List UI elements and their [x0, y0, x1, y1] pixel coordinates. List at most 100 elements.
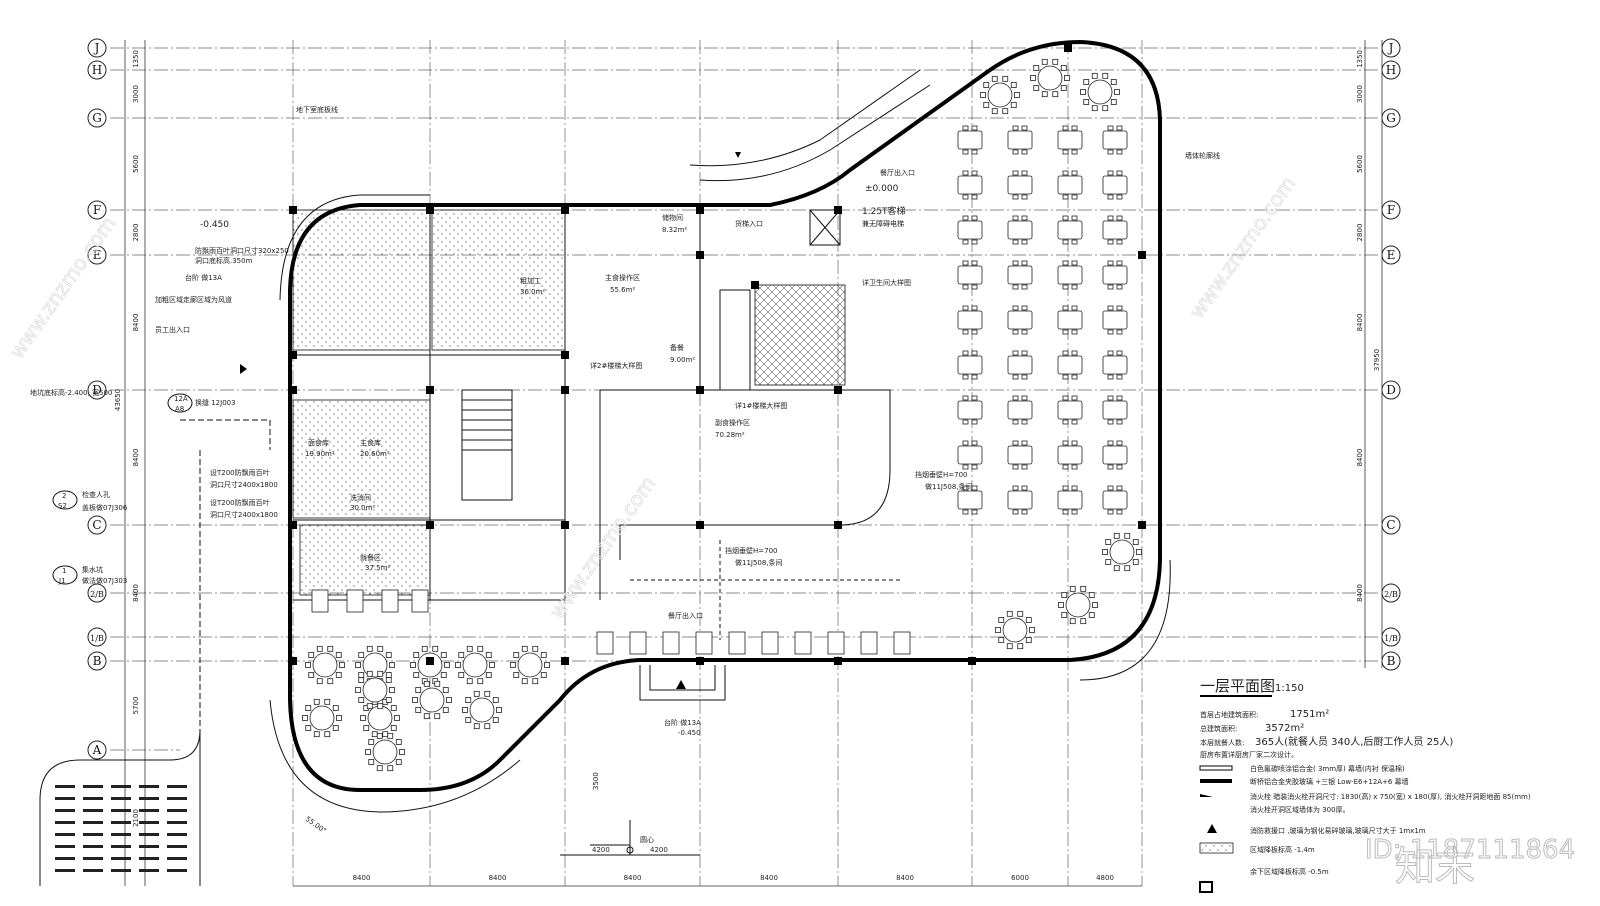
svg-text:详卫生间大样图: 详卫生间大样图 [862, 278, 911, 287]
structural-column [696, 251, 704, 259]
svg-text:盖板做07J306: 盖板做07J306 [82, 503, 128, 512]
round-table [1065, 592, 1091, 618]
dimension-label: 4800 [1096, 874, 1114, 882]
axis-bubble [87, 245, 107, 265]
dimension-label: 8400 [132, 314, 140, 332]
structural-column [289, 386, 297, 394]
left-annotations: 防飘雨百叶洞口尺寸320x250 洞口底标高.350m 台阶 做13A 加粗区域… [30, 105, 1220, 585]
svg-text:详2#楼梯大样图: 详2#楼梯大样图 [590, 361, 642, 370]
parking-stall-mark [83, 857, 103, 860]
dining-table-rect [957, 445, 983, 465]
structural-column [1064, 44, 1072, 52]
round-table [1087, 79, 1113, 105]
parking-stall-mark [139, 869, 159, 872]
svg-text:余下区域降板标高 -0.5m: 余下区域降板标高 -0.5m [1250, 867, 1329, 876]
lowered-slab-zone [292, 399, 431, 519]
parking-stall-mark [83, 845, 103, 848]
dining-table-rect [1057, 355, 1083, 375]
dining-table-rect [957, 400, 983, 420]
dining-table-rect [957, 490, 983, 510]
svg-text:3572m²: 3572m² [1265, 723, 1304, 734]
svg-text:就餐区: 就餐区 [360, 553, 381, 562]
parking-stall-mark [55, 833, 75, 836]
structural-column [289, 351, 297, 359]
svg-text:首层占地建筑面积:: 首层占地建筑面积: [1200, 710, 1258, 719]
parking-stall-mark [83, 809, 103, 812]
svg-text:1: 1 [62, 567, 66, 575]
round-table [312, 652, 338, 678]
svg-text:洞口尺寸2400x1800: 洞口尺寸2400x1800 [210, 510, 278, 519]
svg-text:www.znzmo.com: www.znzmo.com [1184, 172, 1300, 323]
dimension-label: 8400 [760, 874, 778, 882]
structural-column [834, 206, 842, 214]
structural-column [289, 206, 297, 214]
dimension-label: 8400 [353, 874, 371, 882]
dimension-total: 43650 [114, 389, 122, 411]
dining-table-rect [827, 631, 845, 655]
dining-table-rect [957, 130, 983, 150]
dining-tables [302, 58, 1142, 772]
outer-curve-right [1079, 559, 1171, 681]
svg-text:消火栓开洞区域墙体为 300厚。: 消火栓开洞区域墙体为 300厚。 [1250, 805, 1350, 814]
dining-table-rect [957, 310, 983, 330]
structural-column [561, 386, 569, 394]
svg-text:粗加工: 粗加工 [520, 276, 541, 285]
parking-stall-mark [139, 821, 159, 824]
svg-text:主食库: 主食库 [360, 438, 381, 447]
detail-callout [167, 393, 193, 413]
parking-stall-mark [139, 857, 159, 860]
svg-text:详1#楼梯大样图: 详1#楼梯大样图 [735, 401, 787, 410]
round-table [309, 705, 335, 731]
svg-text:A8: A8 [175, 405, 184, 413]
svg-text:4200: 4200 [650, 846, 668, 854]
parking-stall-mark [111, 857, 131, 860]
dining-table-rect [957, 355, 983, 375]
axis-bubble [87, 380, 107, 400]
dimension-label: 3000 [1356, 85, 1364, 103]
svg-text:9.00m²: 9.00m² [670, 356, 695, 364]
axis-label: D [1386, 383, 1396, 397]
axis-bubble [87, 515, 107, 535]
svg-text:圆心: 圆心 [640, 836, 654, 844]
svg-text:加粗区域走廊区域为风道: 加粗区域走廊区域为风道 [155, 295, 232, 304]
axis-label: B [1387, 654, 1396, 668]
dining-table-rect [1007, 355, 1033, 375]
svg-text:S2: S2 [58, 502, 67, 510]
dining-table-rect [860, 631, 878, 655]
axis-bubble [87, 108, 107, 128]
axis-label: E [93, 248, 102, 262]
dimension-label: 1350 [1356, 50, 1364, 68]
dining-table-rect [1102, 310, 1128, 330]
svg-text:30.0m²: 30.0m² [350, 504, 375, 512]
parking-stall-mark [167, 797, 187, 800]
svg-text:餐厅出入口: 餐厅出入口 [880, 168, 915, 177]
parking-stall-mark [55, 845, 75, 848]
dining-table-rect [728, 631, 746, 655]
svg-text:餐厅出入口: 餐厅出入口 [668, 611, 703, 620]
dimension-label: 2800 [1356, 224, 1364, 242]
svg-text:知末: 知末 [1395, 844, 1475, 890]
parking-stall-mark [55, 809, 75, 812]
axis-label: G [92, 111, 102, 125]
parking-stall-mark [111, 797, 131, 800]
parking-stall-mark [55, 869, 75, 872]
svg-text:3500: 3500 [592, 772, 600, 790]
dining-table-rect [1057, 265, 1083, 285]
axis-bubble [87, 200, 107, 220]
dining-table-rect [1057, 445, 1083, 465]
parking-stall-mark [139, 785, 159, 788]
axis-label: D [92, 383, 102, 397]
round-table [517, 652, 543, 678]
dining-table-rect [957, 265, 983, 285]
axis-bubble [87, 60, 107, 80]
dining-table-rect [1007, 310, 1033, 330]
entrance-arrow-icon [240, 364, 247, 374]
dimension-label: 8400 [896, 874, 914, 882]
round-table [462, 652, 488, 678]
dimension-total: 37950 [1373, 349, 1381, 371]
rescue-window-icon [735, 152, 741, 158]
structural-column [1138, 521, 1146, 529]
parking-stall-mark [111, 785, 131, 788]
dimension-label: 5600 [1356, 155, 1364, 173]
parking-stall-mark [83, 833, 103, 836]
